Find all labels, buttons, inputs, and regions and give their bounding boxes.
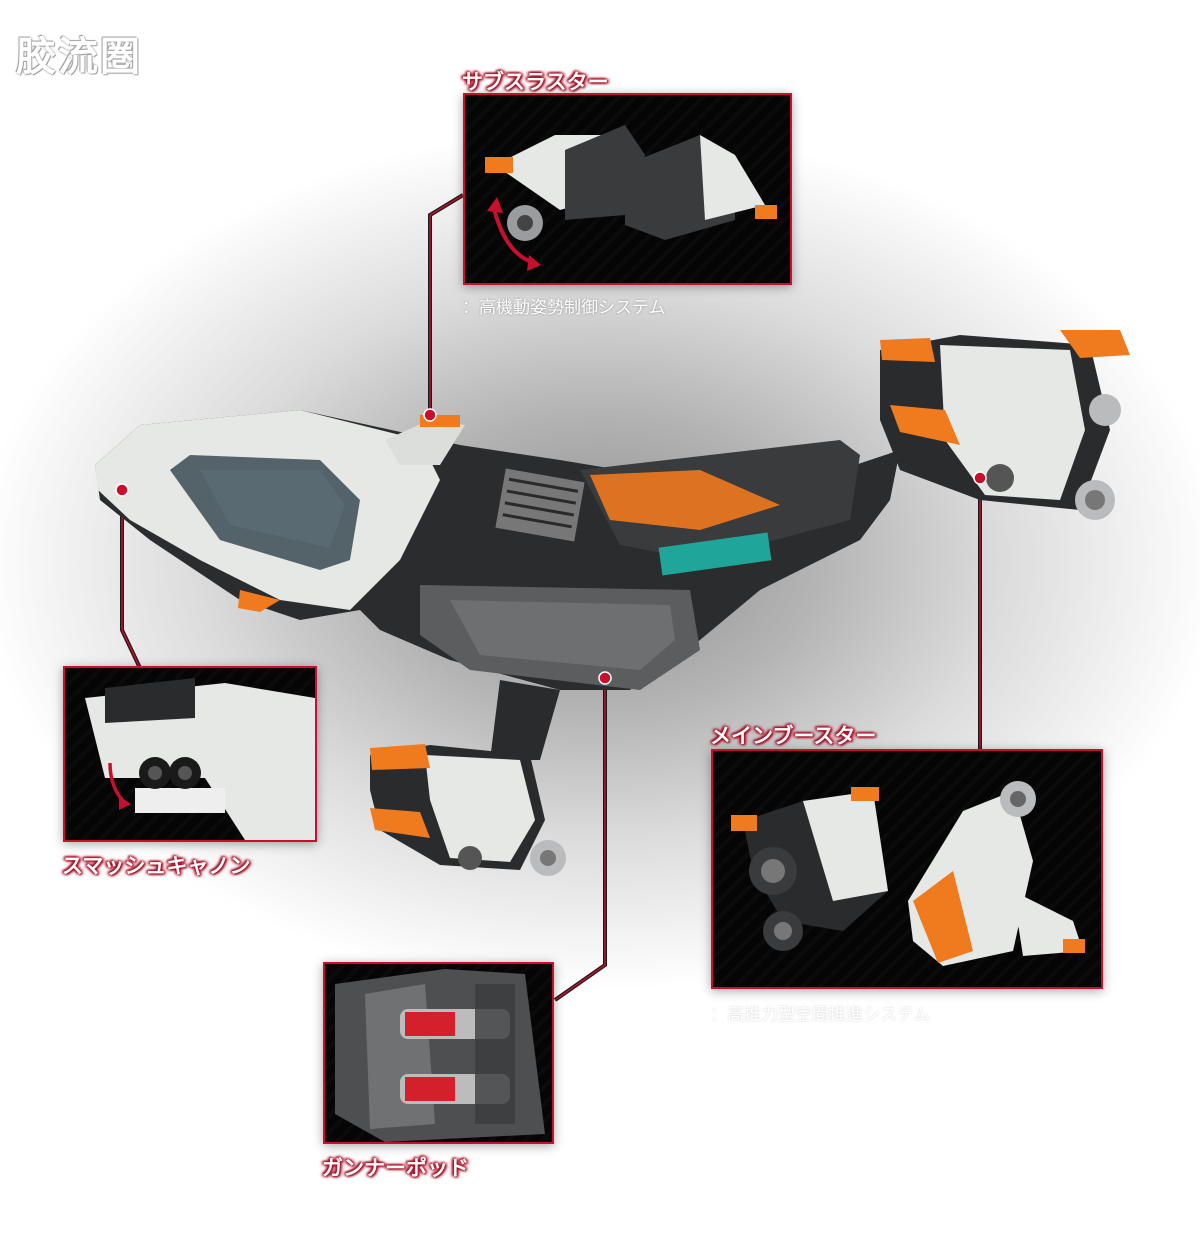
main-booster-label: メインブースター xyxy=(710,724,877,748)
sub-thruster-caption: ：高機動姿勢制御システム xyxy=(462,298,666,318)
smash-cannon-panel xyxy=(63,666,317,842)
gunner-pod-panel xyxy=(323,962,554,1144)
smash-cannon-label: スマッシュキャノン xyxy=(62,854,251,878)
sub-thruster-label: サブスラスター xyxy=(462,70,609,94)
gunner-pod-photo xyxy=(335,969,545,1142)
ship-body xyxy=(95,410,900,760)
main-booster-panel xyxy=(711,749,1103,989)
sub-thruster-photo xyxy=(485,125,777,271)
smash-cannon-photo xyxy=(85,678,315,840)
sub-thruster-panel xyxy=(463,93,792,285)
main-booster-caption: ：高推力型空間推進システム xyxy=(710,1005,931,1025)
watermark-text: 胶流圏 xyxy=(16,34,142,80)
lower-engine-pod xyxy=(370,744,566,876)
callout-dots xyxy=(115,408,987,685)
main-booster-photo xyxy=(731,781,1085,966)
gunner-pod-label: ガンナーポッド xyxy=(322,1156,469,1180)
right-engine-pod xyxy=(880,330,1130,520)
